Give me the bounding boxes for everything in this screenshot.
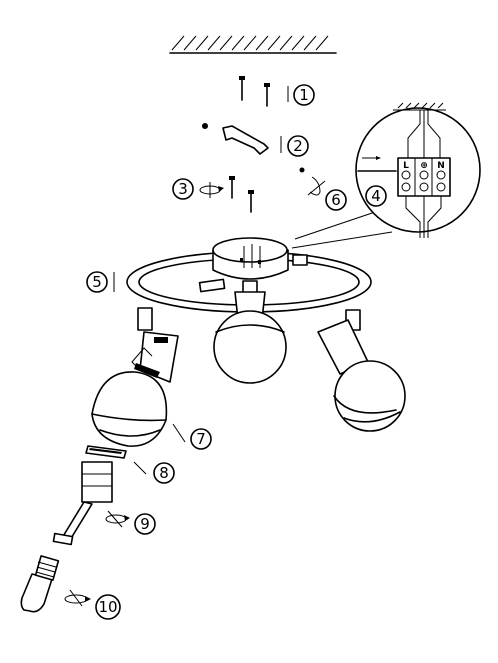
rotation-arrow-icon-9 — [105, 510, 130, 528]
step-3-label: 3 — [178, 180, 188, 198]
ceiling-hatch — [169, 35, 337, 54]
ceiling-screws — [239, 76, 289, 107]
ring-nut — [85, 445, 147, 475]
step-2-marker: 2 — [287, 135, 309, 157]
step-3-marker: 3 — [172, 178, 194, 200]
step-4-marker: 4 — [365, 185, 387, 207]
step-6-label: 6 — [331, 191, 341, 209]
rotation-arrow-icon-3 — [199, 182, 224, 198]
glass-shade — [91, 371, 186, 447]
step-9-label: 9 — [140, 515, 150, 533]
rotation-arrow-icon-10 — [64, 589, 91, 607]
step-8-label: 8 — [159, 464, 169, 482]
step-10-label: 10 — [98, 598, 117, 616]
rotation-arrow-icon-6 — [299, 167, 326, 196]
step-9-marker: 9 — [134, 513, 156, 535]
bracket-screws — [229, 176, 254, 213]
step-7-label: 7 — [196, 430, 206, 448]
lamp-socket — [52, 461, 113, 546]
step-8-marker: 8 — [153, 462, 175, 484]
terminal-live-label: L — [403, 161, 409, 171]
step-6-marker: 6 — [325, 189, 347, 211]
canopy — [212, 237, 289, 280]
step-1-marker: 1 — [293, 84, 315, 106]
right-globe — [317, 309, 406, 432]
center-globe — [213, 291, 287, 384]
light-bulb — [20, 555, 60, 613]
step-5-label: 5 — [92, 273, 102, 291]
step-10-marker: 10 — [95, 594, 121, 620]
step-5-marker: 5 — [86, 271, 115, 293]
step-2-label: 2 — [293, 137, 303, 155]
step-7-marker: 7 — [190, 428, 212, 450]
mounting-bracket — [202, 123, 282, 155]
terminal-earth-label: ⊕ — [420, 161, 428, 171]
terminal-neutral-label: N — [437, 161, 445, 171]
step-1-label: 1 — [299, 86, 309, 104]
wiring-detail — [291, 102, 481, 249]
left-spot-holder — [131, 307, 179, 383]
step-4-label: 4 — [371, 187, 381, 205]
